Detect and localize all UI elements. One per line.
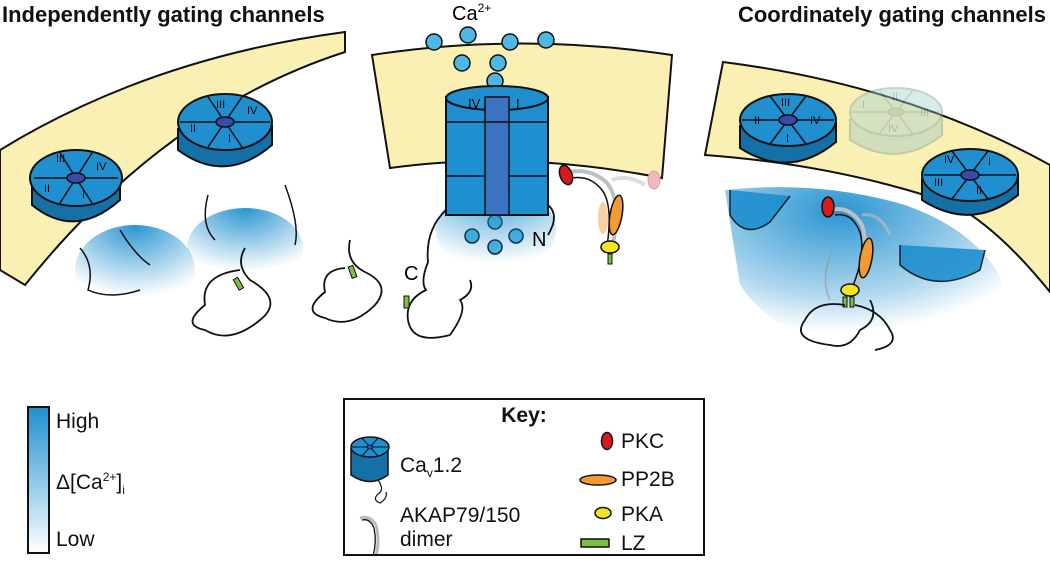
key-pka-icon [594, 506, 612, 520]
middle-panel: Ca2+ IV I N [370, 1, 674, 339]
akap-tail [191, 247, 272, 337]
key-pka-label: PKA [621, 503, 664, 526]
title-independent: Independently gating channels [2, 2, 325, 27]
cav12-channel: III IV II I [177, 93, 297, 246]
cav12-channel: IV I III II [899, 148, 1019, 282]
key-title: Key: [501, 404, 547, 427]
domain-label: IV [888, 123, 899, 135]
domain-label: I [988, 156, 991, 168]
key-akap-icon [359, 515, 380, 557]
pp2b-marker-faded [598, 202, 608, 234]
key-pp2b-label: PP2B [621, 468, 675, 491]
domain-label: I [516, 96, 520, 111]
key-akap-label: AKAP79/150 dimer [400, 504, 521, 551]
akap-complex [558, 164, 661, 265]
left-panel: III IV II I III IV II I [0, 30, 383, 337]
domain-label: II [44, 183, 50, 195]
key-icons [350, 431, 617, 557]
legend-low-label: Low [56, 528, 95, 551]
domain-label: III [781, 97, 790, 109]
key-channel-label: Cav1.2 [400, 454, 463, 481]
cav12-channel: III II IV I [729, 93, 837, 231]
pka-marker [840, 283, 860, 297]
cav12-channel: III IV II I [29, 149, 151, 296]
key-lz-label: LZ [621, 532, 646, 555]
gradient-bar [27, 406, 50, 554]
domain-label: II [976, 185, 982, 197]
key-pkc-icon [600, 431, 614, 451]
key-pkc-label: PKC [621, 430, 665, 453]
domain-label: I [228, 133, 231, 145]
domain-label: IV [944, 154, 955, 166]
pp2b-marker [858, 237, 874, 279]
pkc-marker [558, 164, 574, 186]
domain-label: II [190, 123, 196, 135]
akap-tail [403, 209, 473, 339]
domain-label: IV [468, 96, 481, 111]
cav12-channel-faded: I II III IV [849, 87, 943, 155]
right-panel: III II IV I I II III IV IV [703, 60, 1050, 351]
domain-label: IV [96, 161, 107, 173]
n-terminus-label: N [532, 229, 546, 251]
pka-marker [600, 240, 620, 254]
domain-label: III [216, 99, 225, 111]
gradient-legend [27, 406, 50, 554]
title-coordinate: Coordinately gating channels [737, 2, 1046, 27]
domain-label: II [754, 115, 760, 127]
akap-tail [311, 239, 383, 323]
domain-label: I [862, 99, 865, 111]
key-channel-icon [350, 436, 390, 504]
pp2b-marker [608, 194, 624, 236]
legend-measure-label: Δ[Ca2+]i [56, 470, 125, 498]
domain-label: III [934, 177, 943, 189]
c-terminus-label: C [404, 263, 418, 285]
domain-label: III [56, 153, 65, 165]
domain-label: II [892, 91, 898, 103]
ca-cloud [75, 225, 195, 315]
key-lz-icon [580, 538, 610, 548]
ion-label: Ca2+ [452, 1, 491, 25]
key-pp2b-icon [579, 474, 617, 486]
domain-label: I [786, 133, 789, 145]
pkc-marker-faded [647, 170, 661, 190]
domain-label: I [82, 189, 85, 201]
domain-label: IV [810, 115, 821, 127]
cav12-channel-cross-section: IV I [445, 85, 549, 216]
pkc-marker [821, 196, 835, 218]
key-panel: Key: Cav1.2 AKAP79/150 dimer PKC PP2B PK… [343, 398, 705, 556]
legend-high-label: High [56, 410, 100, 433]
domain-label: III [920, 107, 929, 119]
domain-label: IV [247, 105, 258, 117]
akap-complex [800, 196, 894, 351]
